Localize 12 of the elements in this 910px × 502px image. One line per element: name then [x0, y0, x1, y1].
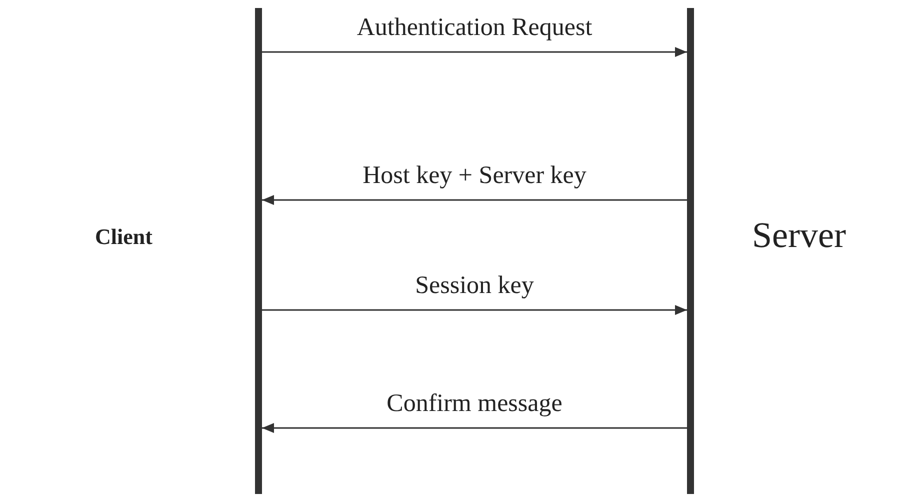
lifeline-bar [255, 8, 262, 494]
lifeline-bar [687, 8, 694, 494]
message-arrow [262, 423, 687, 433]
participant-label: Client [95, 224, 152, 250]
edge-label: Session key [415, 272, 534, 300]
message-arrow [262, 47, 687, 57]
message-arrow [262, 305, 687, 315]
participant-label: Server [752, 214, 846, 256]
edge-label: Host key + Server key [362, 162, 586, 190]
message-arrow [262, 195, 687, 205]
edge-label: Authentication Request [356, 14, 592, 42]
edge-label: Confirm message [386, 390, 562, 418]
